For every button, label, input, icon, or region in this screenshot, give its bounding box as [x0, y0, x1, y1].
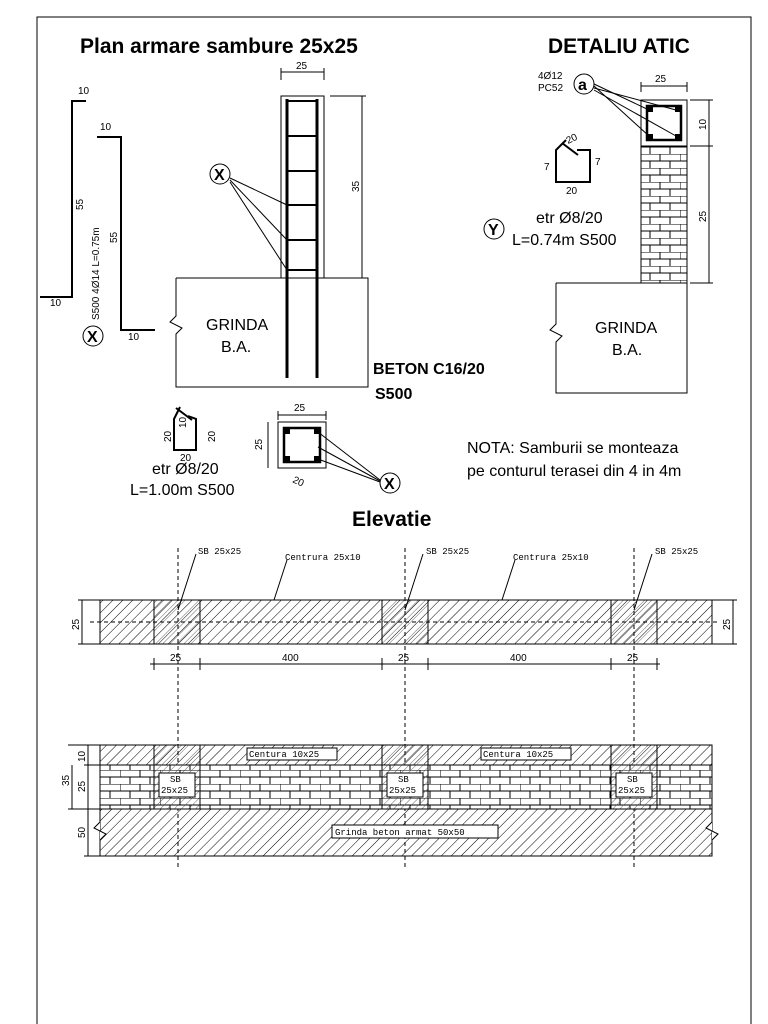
atic-stirrup-line2: L=0.74m S500	[512, 232, 617, 249]
atic-stirrup-20-a: 20	[565, 132, 580, 147]
bent-bar-detail: 10 10 10 10 55 55 S500 4Ø14 L=0.75m X	[40, 86, 155, 347]
stirrup-spec-line2: L=1.00m S500	[130, 482, 235, 499]
sb-tag-3b: 25x25	[618, 786, 645, 796]
section-dim-20: 20	[291, 475, 306, 490]
section-dim-10: 10	[77, 750, 88, 762]
grinda-tag: Grinda beton armat 50x50	[335, 828, 465, 838]
marker-y	[483, 218, 505, 240]
atic-beam-line2: B.A.	[612, 342, 642, 359]
atic-title: DETALIU ATIC	[548, 35, 690, 58]
centura-label-2: Centrura 25x10	[513, 553, 589, 563]
stirrup-detail: 10 20 20 20 etr Ø8/20 L=1.00m S500	[130, 406, 235, 499]
bar-dim-55-a: 55	[75, 198, 86, 210]
column-dim-25: 25	[296, 61, 308, 72]
sb-tag-3a: SB	[627, 775, 638, 785]
section-dim-25-top: 25	[294, 403, 306, 414]
column-cross-section: 25 25 20 X	[254, 403, 401, 494]
stirrup-dim-20-right: 20	[207, 430, 218, 442]
marker-x-section-label: X	[384, 476, 395, 493]
atic-dim-25-top: 25	[655, 74, 667, 85]
note-line1: NOTA: Samburii se monteaza	[467, 440, 678, 457]
elev-dim-25-b: 25	[398, 653, 410, 664]
sb-label-1: SB 25x25	[198, 547, 241, 557]
atic-stirrup-20-b: 20	[566, 186, 578, 197]
section-dim-35: 35	[61, 774, 72, 786]
atic-stirrup-7-b: 7	[595, 157, 601, 168]
bar-dim-55-b: 55	[109, 231, 120, 243]
note-line2: pe conturul terasei din 4 in 4m	[467, 463, 681, 480]
atic-dim-10: 10	[698, 118, 709, 130]
centura-tag-2: Centura 10x25	[483, 750, 553, 760]
elev-dim-25-left: 25	[71, 618, 82, 630]
stirrup-dim-20-left: 20	[163, 430, 174, 442]
marker-x-bars-label: X	[87, 329, 98, 346]
bar-dim-10-c: 10	[50, 298, 62, 309]
marker-x-section	[379, 472, 401, 494]
centura-label-1: Centrura 25x10	[285, 553, 361, 563]
atic-detail: 4Ø12 PC52 a 25 10 25 GRINDA B.A.	[483, 71, 713, 394]
atic-beam-line1: GRINDA	[595, 320, 658, 337]
elev-dim-400-a: 400	[282, 653, 299, 664]
atic-stirrup-7-a: 7	[544, 162, 550, 173]
stirrup-dim-10: 10	[178, 416, 189, 428]
sb-label-3: SB 25x25	[655, 547, 698, 557]
elev-dim-400-b: 400	[510, 653, 527, 664]
atic-bars-line1: 4Ø12	[538, 71, 563, 82]
beam-label-line2: B.A.	[221, 339, 251, 356]
bar-dim-10-a: 10	[78, 86, 90, 97]
sb-label-2: SB 25x25	[426, 547, 469, 557]
sb-tag-2b: 25x25	[389, 786, 416, 796]
marker-x-column	[209, 163, 231, 185]
beton-label-line1: BETON C16/20	[373, 361, 485, 378]
stirrup-dim-20-bottom: 20	[180, 453, 192, 464]
elev-dim-25-a: 25	[170, 653, 182, 664]
marker-y-label: Y	[488, 222, 499, 239]
marker-a-label: a	[578, 77, 587, 94]
marker-x-column-label: X	[214, 167, 225, 184]
bar-dim-10-d: 10	[128, 332, 140, 343]
sb-tag-2a: SB	[398, 775, 409, 785]
stirrup-spec-line1: etr Ø8/20	[152, 461, 219, 478]
elevation-wall-section: Centura 10x25 Centura 10x25 SB 25x25 SB …	[61, 744, 719, 857]
elev-dim-25-c: 25	[627, 653, 639, 664]
beton-label-line2: S500	[375, 386, 412, 403]
section-dim-50: 50	[77, 826, 88, 838]
beam-label-line1: GRINDA	[206, 317, 269, 334]
sb-tag-1b: 25x25	[161, 786, 188, 796]
section-dim-25: 25	[77, 780, 88, 792]
plan-title: Plan armare sambure 25x25	[80, 35, 358, 58]
centura-tag-1: Centura 10x25	[249, 750, 319, 760]
elev-dim-25-right: 25	[722, 618, 733, 630]
atic-bars-line2: PC52	[538, 83, 563, 94]
atic-stirrup-line1: etr Ø8/20	[536, 210, 603, 227]
atic-dim-25-side: 25	[698, 210, 709, 222]
sheet-border	[36, 16, 752, 1024]
bar-dim-10-b: 10	[100, 122, 112, 133]
column-dim-35: 35	[351, 180, 362, 192]
marker-x-bars	[82, 325, 104, 347]
elevation-title: Elevatie	[352, 508, 431, 531]
column-reinforcement-elevation: GRINDA B.A. 25 35 X	[169, 61, 369, 388]
elevation-plan-strip: SB 25x25 SB 25x25 SB 25x25 Centrura 25x1…	[71, 547, 737, 870]
sb-tag-1a: SB	[170, 775, 181, 785]
bar-spec-label: S500 4Ø14 L=0.75m	[91, 227, 102, 320]
section-dim-25-left: 25	[254, 438, 265, 450]
